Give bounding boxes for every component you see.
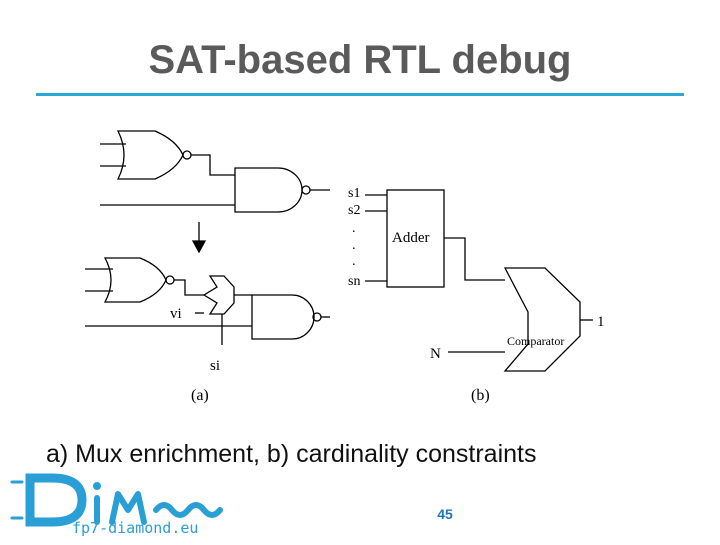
label-vi: vi <box>170 306 182 322</box>
label-dot-1: . <box>352 221 356 236</box>
label-sn: sn <box>348 274 360 289</box>
circuit-diagram: s1 s2 . . . sn Adder vi si Comparator 1 … <box>85 130 605 404</box>
title-underline <box>36 93 684 96</box>
label-si: si <box>210 358 220 374</box>
figure-caption: a) Mux enrichment, b) cardinality constr… <box>46 440 537 468</box>
slide-title: SAT-based RTL debug <box>148 38 572 82</box>
label-adder: Adder <box>392 230 430 246</box>
or-gate-bottom <box>103 257 175 303</box>
comparator-block <box>503 267 581 372</box>
diamond-logo: fp7-diamond.eu <box>0 462 250 540</box>
label-part-b: (b) <box>471 387 490 404</box>
logo-url: fp7-diamond.eu <box>72 519 198 537</box>
label-n: N <box>430 346 441 362</box>
and-gate-bottom <box>251 294 322 340</box>
label-part-a: (a) <box>191 387 209 404</box>
label-s1: s1 <box>348 186 360 201</box>
circuit-figure: s1 s2 . . . sn Adder vi si Comparator 1 … <box>80 120 605 410</box>
label-dot-2: . <box>352 238 356 253</box>
page-number: 45 <box>437 506 453 522</box>
arrow-down-icon <box>191 222 207 254</box>
label-comparator: Comparator <box>507 334 564 348</box>
label-dot-3: . <box>352 254 356 269</box>
or-gate-top <box>116 130 192 180</box>
logo-graphic: fp7-diamond.eu <box>10 473 223 537</box>
and-gate-top <box>234 167 311 213</box>
label-one: 1 <box>597 314 605 330</box>
mux-block <box>202 275 235 315</box>
label-s2: s2 <box>348 203 360 218</box>
